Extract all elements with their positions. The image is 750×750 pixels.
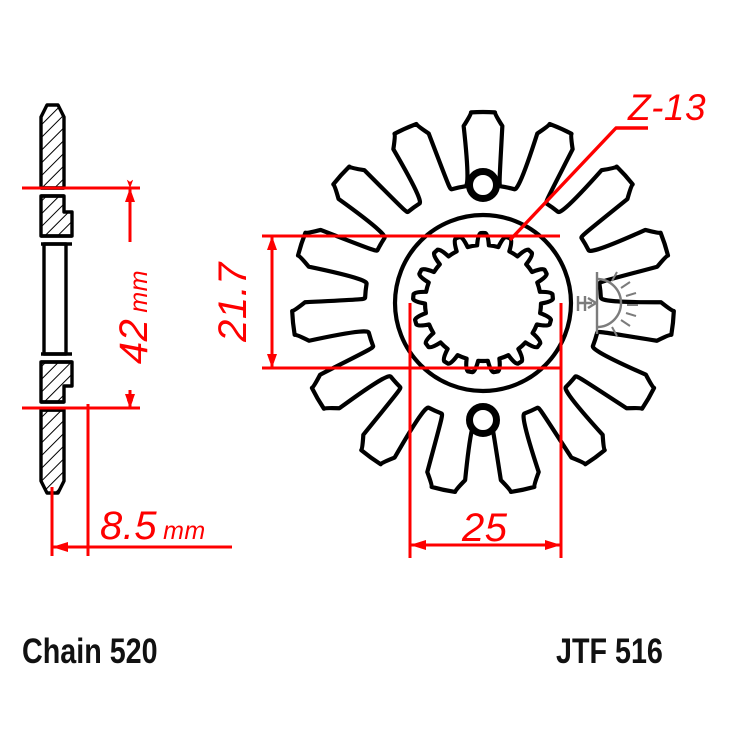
dimension-42mm bbox=[22, 179, 150, 410]
splined-bore-outline bbox=[411, 230, 555, 375]
surface-finish-mark-icon bbox=[576, 271, 638, 337]
callout-z-13-leader bbox=[508, 126, 648, 242]
section-web bbox=[42, 242, 68, 356]
bolt-hole-top bbox=[466, 168, 500, 202]
bolt-hole-bottom bbox=[466, 403, 500, 437]
side-section-view bbox=[39, 103, 74, 495]
front-face-view bbox=[290, 109, 676, 495]
section-bottom-hub bbox=[39, 360, 74, 404]
section-top-tooth bbox=[39, 103, 66, 190]
section-top-hub bbox=[39, 194, 74, 238]
section-bottom-tooth bbox=[39, 408, 66, 495]
dimension-8-5mm bbox=[50, 404, 232, 556]
dimension-25 bbox=[408, 303, 563, 558]
